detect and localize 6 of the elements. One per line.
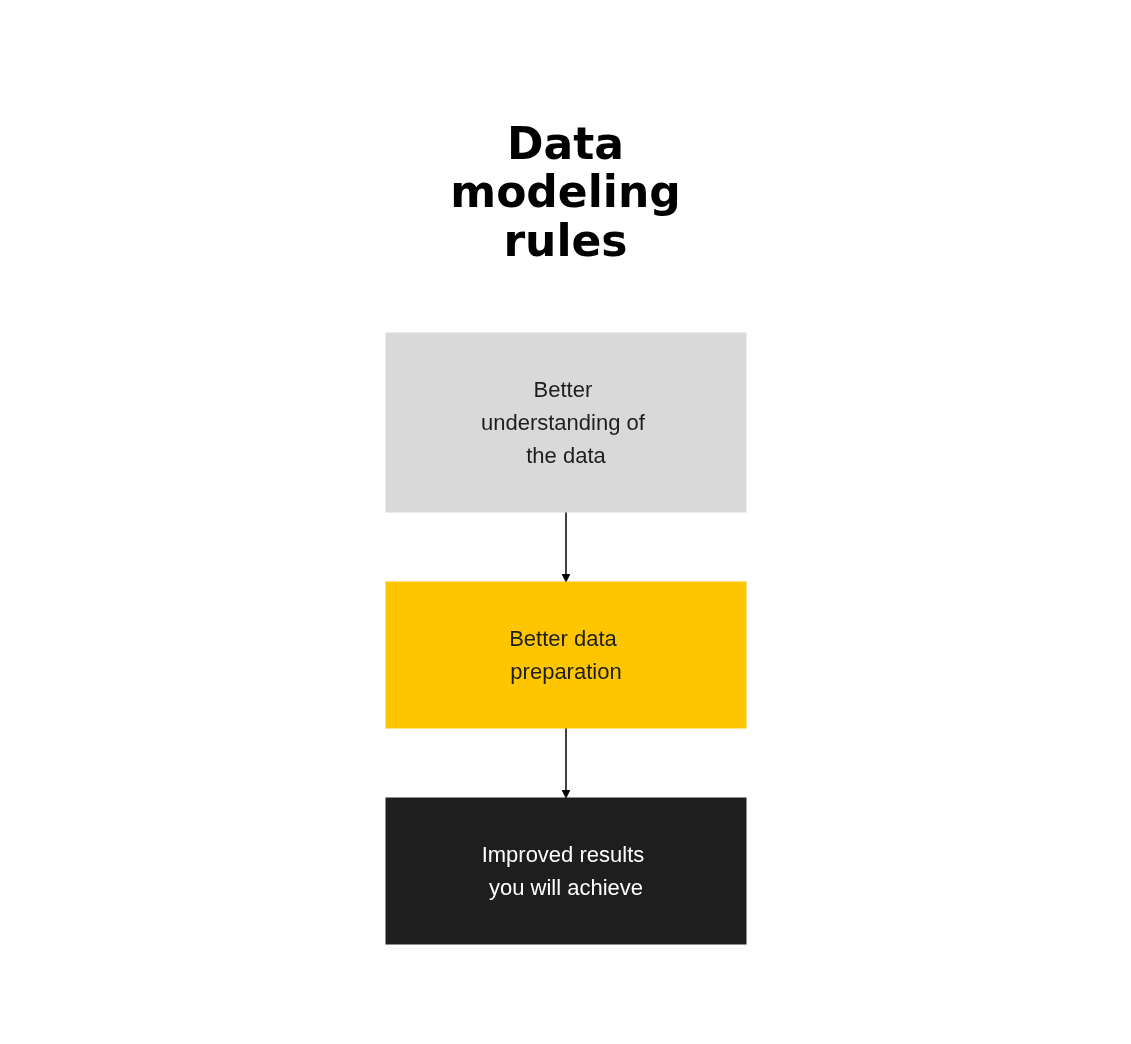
arrow: [561, 511, 570, 583]
node-box: Improved results you will achieve: [385, 797, 746, 945]
diagram-title: Data modeling rules: [449, 120, 682, 266]
node-box: Better data preparation: [385, 581, 746, 729]
node-box: Better understanding of the data: [385, 332, 746, 513]
arrow: [561, 727, 570, 799]
